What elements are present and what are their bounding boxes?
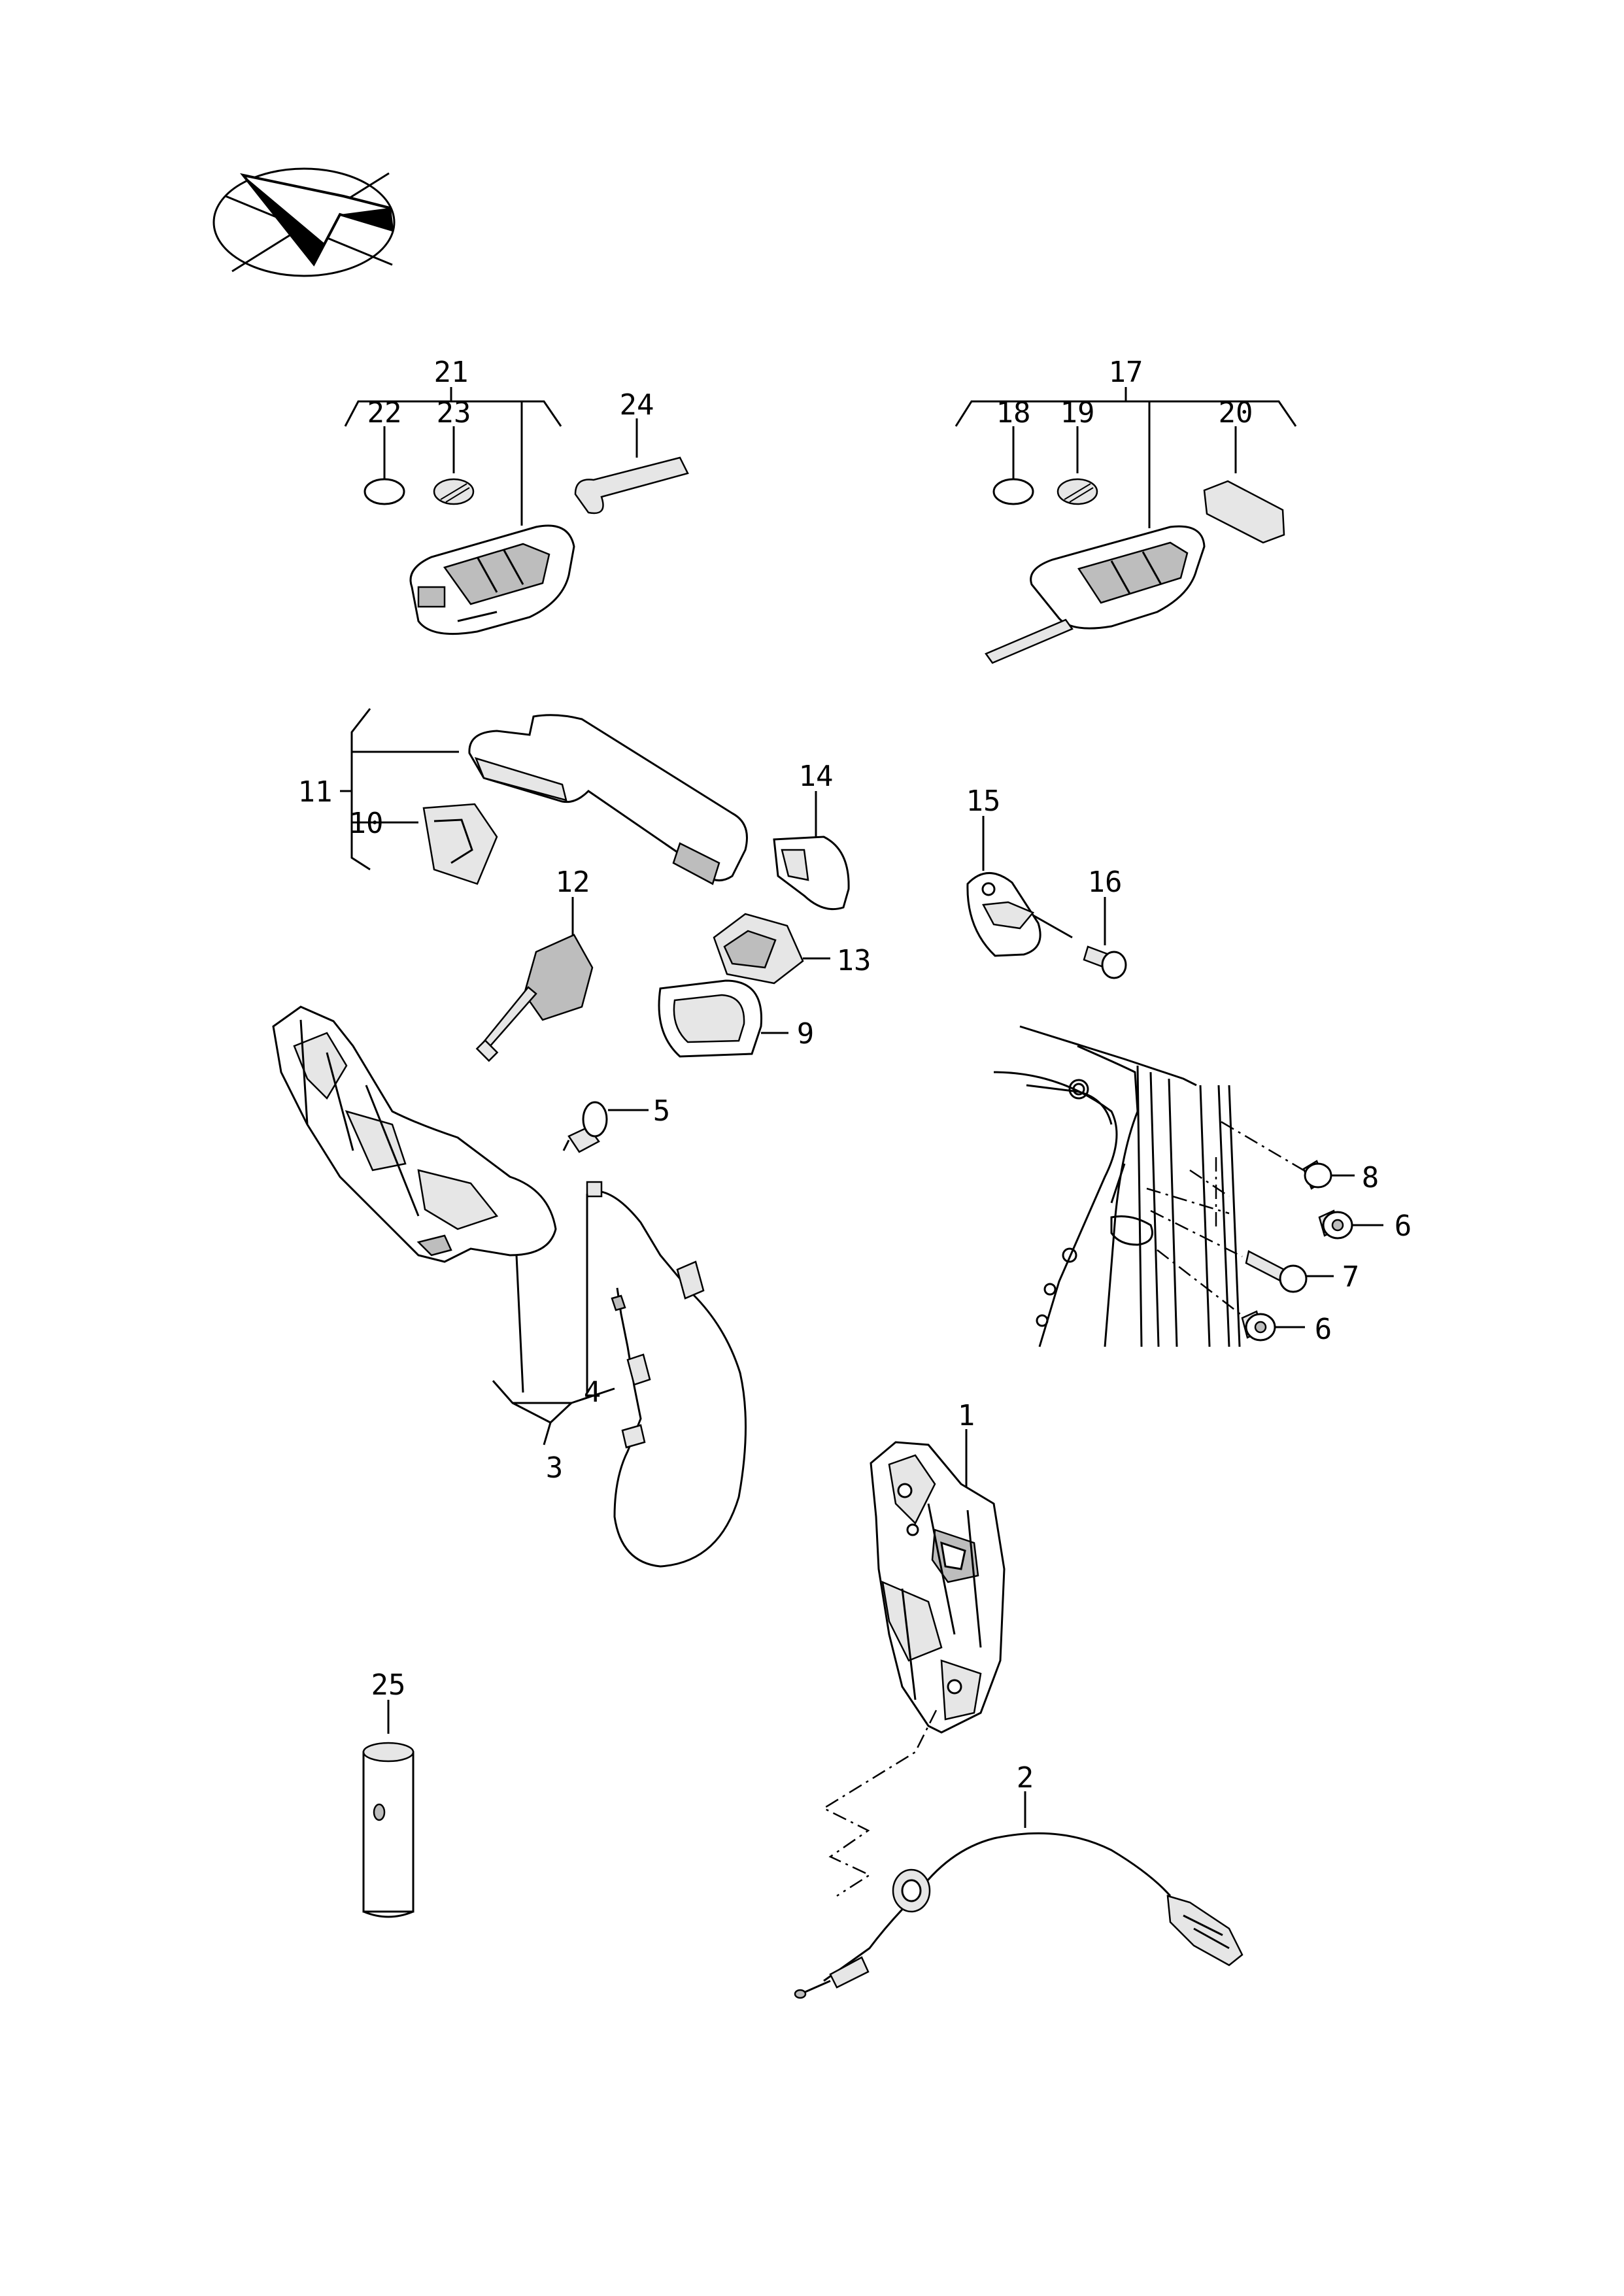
handle-carrier-3 (272, 1005, 557, 1393)
callout-9: 9 (797, 1017, 815, 1051)
callout-23: 23 (437, 396, 471, 430)
callout-3: 3 (546, 1451, 564, 1485)
callout-14: 14 (799, 760, 834, 793)
callout-11: 11 (298, 775, 333, 809)
cap-14 (773, 791, 850, 911)
clip-8 (1302, 1160, 1355, 1190)
flip-key-group-17 (955, 387, 1297, 664)
door-cable-2 (794, 1710, 1243, 1999)
trim-13 (713, 913, 830, 985)
callout-22: 22 (367, 396, 402, 430)
striker-15 (966, 816, 1073, 957)
callout-25: 25 (371, 1668, 406, 1702)
callout-7: 7 (1342, 1260, 1360, 1294)
callout-21: 21 (434, 356, 469, 389)
bolt-6a (1318, 1209, 1383, 1240)
callout-6-a: 6 (1395, 1209, 1412, 1243)
door-frame-section (993, 1025, 1304, 1347)
orientation-logo-icon (212, 167, 396, 277)
screw-16 (1083, 897, 1127, 979)
callout-10: 10 (349, 807, 384, 840)
door-handle-group-11 (340, 708, 748, 885)
lock-cylinder-12 (475, 897, 594, 1062)
cover-ring-18 (992, 478, 1034, 505)
bolt-7 (1245, 1250, 1334, 1293)
callout-8: 8 (1362, 1161, 1379, 1194)
remote-fob-21 (409, 524, 575, 635)
callout-2: 2 (1017, 1761, 1034, 1795)
bracket-3-4-join (512, 1402, 551, 1424)
bolt-6b (1241, 1310, 1305, 1342)
battery-cover-20 (1203, 480, 1285, 544)
callout-labels: 1 2 3 4 5 6 6 7 8 9 10 11 12 13 14 15 16… (298, 356, 1412, 1795)
key-blade-24 (574, 456, 689, 515)
callout-18: 18 (996, 396, 1031, 430)
bowden-cable-4 (586, 1181, 747, 1568)
flip-blade (985, 618, 1074, 664)
grease-tube-25 (362, 1700, 414, 1918)
callout-15: 15 (966, 785, 1001, 818)
screw-5 (562, 1101, 649, 1153)
callout-6-b: 6 (1315, 1313, 1332, 1346)
callout-12: 12 (556, 866, 590, 899)
callout-13: 13 (837, 944, 871, 977)
callout-17: 17 (1109, 356, 1143, 389)
bracket-4-tail (571, 1387, 615, 1404)
handle-bracket-10 (422, 803, 498, 885)
callout-4: 4 (584, 1376, 601, 1409)
callout-16: 16 (1088, 866, 1123, 899)
remote-key-group-21 (344, 387, 689, 635)
callout-19: 19 (1060, 396, 1095, 430)
callout-20: 20 (1219, 396, 1253, 430)
callout-1: 1 (958, 1399, 975, 1432)
outer-door-handle-11 (468, 714, 748, 885)
flip-key-fob-17 (985, 525, 1206, 664)
cover-ring-22 (364, 478, 405, 505)
seal-9 (658, 979, 788, 1058)
callout-5: 5 (653, 1094, 671, 1128)
callout-24: 24 (620, 388, 654, 422)
door-lock-1 (870, 1429, 1006, 1734)
